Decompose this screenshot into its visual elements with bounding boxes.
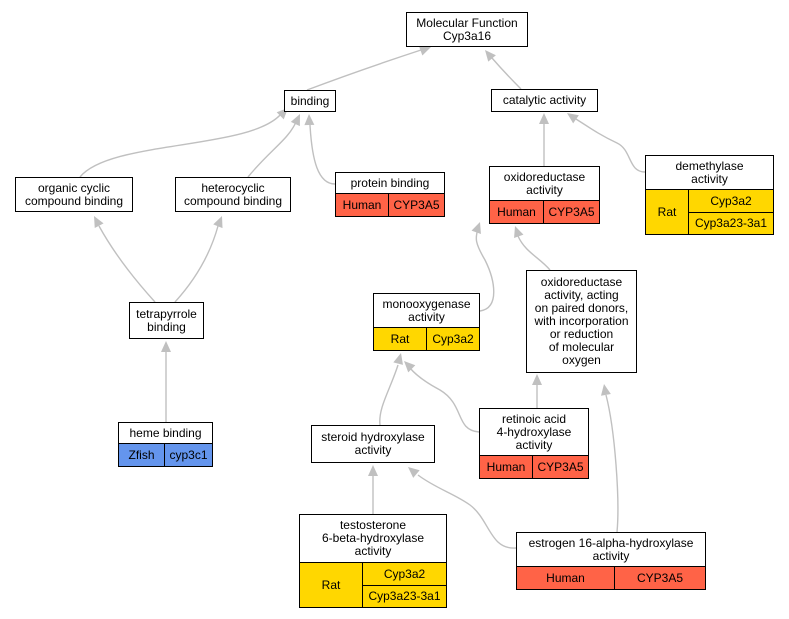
edge-organic-to-binding — [79, 113, 282, 178]
node-binding[interactable]: binding — [284, 90, 336, 112]
node-label: heterocyclic compound binding — [183, 180, 283, 208]
node-testosterone-hydroxylase[interactable]: testosterone 6-beta-hydroxylase activity… — [299, 514, 447, 608]
edge-paired-to-oxido — [517, 235, 551, 271]
arrowhead-estrogen-to-paired — [600, 384, 611, 396]
node-label: estrogen 16-alpha-hydroxylase activity — [528, 535, 694, 563]
gene-cell: CYP3A5 — [548, 205, 595, 219]
arrowhead-catalytic-to-mf — [485, 50, 496, 62]
edge-tetra-to-organic — [98, 225, 156, 303]
species-cell: Rat — [646, 190, 689, 234]
gene-cell: Cyp3a2 — [710, 193, 752, 208]
node-label: demethylase activity — [675, 158, 744, 186]
species-cell: Rat — [374, 328, 427, 350]
arrowhead-hetero-to-binding — [290, 114, 300, 127]
gene-cell: CYP3A5 — [393, 198, 440, 212]
node-label: steroid hydroxylase activity — [321, 430, 425, 457]
node-retinoic-acid-hydroxylase[interactable]: retinoic acid 4-hydroxylase activity Hum… — [479, 408, 589, 479]
arrowhead-mono-to-oxido — [471, 222, 481, 235]
node-label: oxidoreductase activity — [503, 169, 586, 197]
gene-cell: CYP3A5 — [537, 460, 584, 474]
node-demethylase-activity[interactable]: demethylase activity Rat Cyp3a2 Cyp3a23-… — [645, 155, 774, 235]
gene-cell: Cyp3a2 — [383, 566, 426, 581]
arrowhead-tetra-to-organic — [94, 216, 104, 229]
node-molecular-function[interactable]: Molecular Function Cyp3a16 — [406, 12, 528, 47]
species-cell: Human — [480, 456, 533, 478]
node-heme-binding[interactable]: heme binding Zfish cyp3c1 — [118, 422, 213, 467]
arrowhead-retinoic-to-mono — [404, 361, 416, 373]
arrowhead-oxido-to-catalytic — [539, 113, 549, 124]
species-cell: Rat — [300, 563, 363, 607]
edge-protein-to-binding — [309, 124, 336, 185]
edge-tetra-to-hetero — [174, 225, 219, 303]
arrowhead-retinoic-to-paired — [532, 374, 542, 385]
node-protein-binding[interactable]: protein binding Human CYP3A5 — [335, 172, 445, 217]
edge-mono-to-oxido — [475, 228, 495, 312]
annotation-row: Human CYP3A5 — [336, 193, 444, 216]
gene-cell: CYP3A5 — [636, 571, 684, 585]
gene-cell: cyp3c1 — [169, 448, 208, 462]
node-heterocyclic-compound-binding[interactable]: heterocyclic compound binding — [175, 177, 291, 212]
edge-steroid-to-mono — [379, 364, 399, 426]
node-label: organic cyclic compound binding — [24, 180, 124, 208]
node-organic-cyclic-compound-binding[interactable]: organic cyclic compound binding — [15, 177, 133, 212]
node-oxidoreductase-paired-donors[interactable]: oxidoreductase activity, acting on paire… — [526, 270, 637, 373]
species-cell: Human — [336, 194, 389, 216]
arrowhead-demethylase-to-catalytic — [567, 113, 579, 124]
annotation-row: Human CYP3A5 — [517, 566, 705, 589]
edge-estrogen-to-steroid — [417, 474, 517, 549]
node-label: monooxygenase activity — [382, 296, 471, 324]
node-label: testosterone 6-beta-hydroxylase activity — [321, 518, 425, 558]
species-cell: Human — [490, 201, 544, 223]
node-label: heme binding — [129, 425, 202, 440]
node-label: binding — [290, 93, 330, 108]
gene-cell: Cyp3a23-3a1 — [689, 211, 773, 235]
edge-retinoic-to-mono — [409, 367, 480, 433]
node-oxidoreductase-activity[interactable]: oxidoreductase activity Human CYP3A5 — [489, 166, 600, 224]
node-label: Molecular Function Cyp3a16 — [416, 15, 518, 43]
edge-binding-to-mf — [306, 48, 425, 91]
gene-cell: Cyp3a23-3a1 — [363, 584, 446, 608]
node-label: retinoic acid 4-hydroxylase activity — [496, 411, 572, 452]
node-monooxygenase-activity[interactable]: monooxygenase activity Rat Cyp3a2 — [373, 293, 480, 351]
annotation-row: Human CYP3A5 — [480, 455, 588, 478]
arrowhead-heme-to-tetra — [161, 341, 171, 352]
node-label: oxidoreductase activity, acting on paire… — [534, 275, 629, 367]
arrowhead-testo-to-steroid — [368, 465, 378, 476]
arrowhead-estrogen-to-steroid — [408, 467, 420, 478]
arrowhead-protein-to-binding — [304, 114, 315, 126]
gene-cell: Cyp3a2 — [432, 332, 474, 346]
node-tetrapyrrole-binding[interactable]: tetrapyrrole binding — [129, 302, 204, 339]
arrowhead-steroid-to-mono — [393, 353, 403, 365]
edge-hetero-to-binding — [247, 121, 297, 178]
annotation-row: Rat Cyp3a2 Cyp3a23-3a1 — [646, 189, 773, 234]
annotation-row: Human CYP3A5 — [490, 200, 599, 223]
species-cell: Zfish — [119, 444, 165, 466]
node-label: protein binding — [350, 175, 430, 190]
species-cell: Human — [517, 567, 615, 589]
arrowhead-paired-to-oxido — [514, 226, 524, 239]
arrowhead-binding-to-mf — [418, 46, 431, 56]
node-label: tetrapyrrole binding — [136, 306, 197, 334]
edge-demethylase-to-catalytic — [575, 118, 646, 173]
annotation-row: Rat Cyp3a2 Cyp3a23-3a1 — [300, 562, 446, 607]
edge-estrogen-to-paired — [605, 394, 619, 533]
node-label: catalytic activity — [502, 93, 587, 107]
node-catalytic-activity[interactable]: catalytic activity — [491, 89, 598, 112]
arrowhead-tetra-to-hetero — [213, 216, 223, 229]
annotation-row: Rat Cyp3a2 — [374, 327, 479, 350]
node-estrogen-hydroxylase[interactable]: estrogen 16-alpha-hydroxylase activity H… — [516, 532, 706, 590]
annotation-row: Zfish cyp3c1 — [119, 443, 212, 466]
edge-catalytic-to-mf — [491, 57, 522, 90]
node-steroid-hydroxylase-activity[interactable]: steroid hydroxylase activity — [311, 425, 435, 463]
